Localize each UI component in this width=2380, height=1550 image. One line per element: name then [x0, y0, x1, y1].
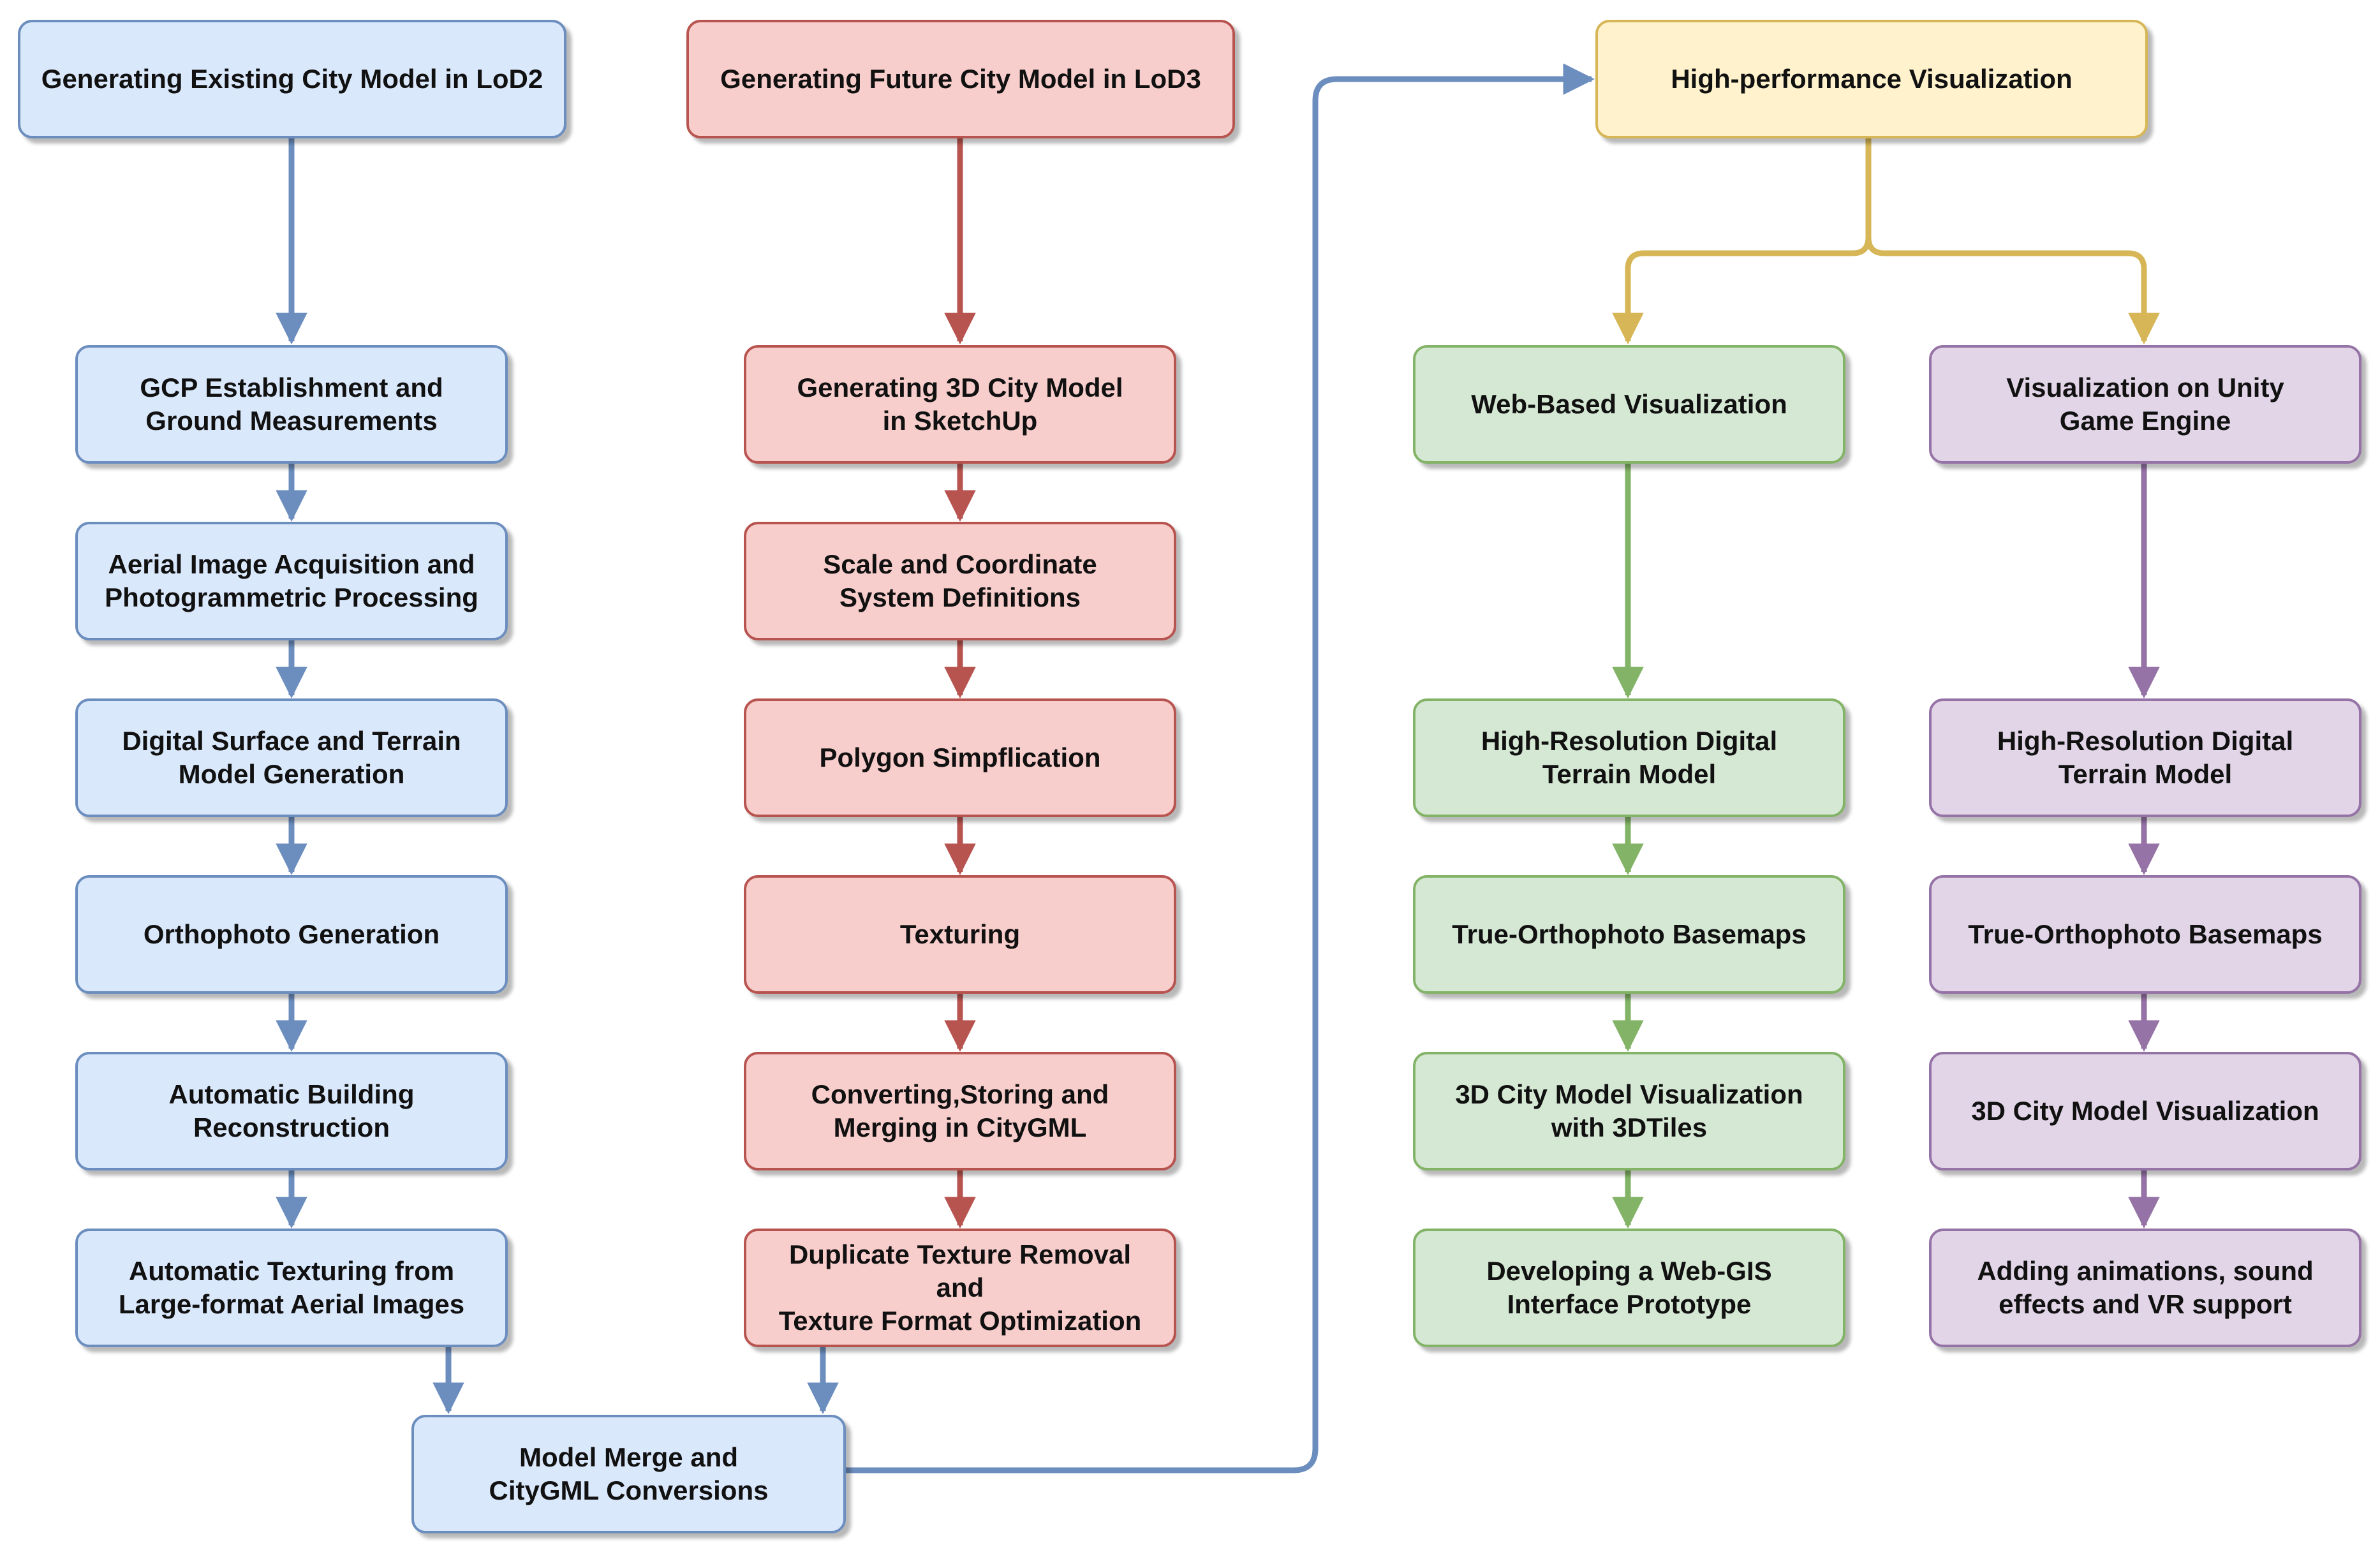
future-step-texturing: Texturing: [744, 875, 1176, 994]
web-step-orthophoto-basemaps: True-Orthophoto Basemaps: [1413, 875, 1845, 994]
web-visualization-title: Web-Based Visualization: [1413, 345, 1845, 464]
model-merge-node: Model Merge and CityGML Conversions: [411, 1415, 846, 1533]
web-step-terrain-model: High-Resolution Digital Terrain Model: [1413, 698, 1845, 817]
unity-step-animations-vr: Adding animations, sound effects and VR …: [1929, 1229, 2362, 1347]
existing-step-building-reconstruction: Automatic Building Reconstruction: [75, 1052, 508, 1170]
web-step-3dtiles-visualization: 3D City Model Visualization with 3DTiles: [1413, 1052, 1845, 1170]
unity-step-orthophoto-basemaps: True-Orthophoto Basemaps: [1929, 875, 2362, 994]
arrow-visualization-to-web: [1612, 138, 1872, 344]
web-step-webgis-prototype: Developing a Web-GIS Interface Prototype: [1413, 1229, 1845, 1347]
existing-step-aerial-acquisition: Aerial Image Acquisition and Photogramme…: [75, 522, 508, 640]
future-model-title: Generating Future City Model in LoD3: [686, 20, 1235, 138]
arrow-visualization-to-unity: [1865, 138, 2160, 344]
future-step-scale-coordinate: Scale and Coordinate System Definitions: [744, 522, 1176, 640]
unity-step-3d-visualization: 3D City Model Visualization: [1929, 1052, 2362, 1170]
existing-step-gcp: GCP Establishment and Ground Measurement…: [75, 345, 508, 464]
future-step-texture-optimization: Duplicate Texture Removal and Texture Fo…: [744, 1229, 1176, 1347]
existing-step-automatic-texturing: Automatic Texturing from Large-format Ae…: [75, 1229, 508, 1347]
arrow-merge-to-visualization: [846, 63, 1595, 1473]
future-step-polygon-simplification: Polygon Simpflication: [744, 698, 1176, 817]
existing-step-orthophoto: Orthophoto Generation: [75, 875, 508, 994]
unity-step-terrain-model: High-Resolution Digital Terrain Model: [1929, 698, 2362, 817]
unity-visualization-title: Visualization on Unity Game Engine: [1929, 345, 2362, 464]
existing-step-dsm-dtm: Digital Surface and Terrain Model Genera…: [75, 698, 508, 817]
future-step-sketchup: Generating 3D City Model in SketchUp: [744, 345, 1176, 464]
existing-model-title: Generating Existing City Model in LoD2: [18, 20, 566, 138]
visualization-title: High-performance Visualization: [1595, 20, 2148, 138]
future-step-citygml-conversion: Converting,Storing and Merging in CityGM…: [744, 1052, 1176, 1170]
